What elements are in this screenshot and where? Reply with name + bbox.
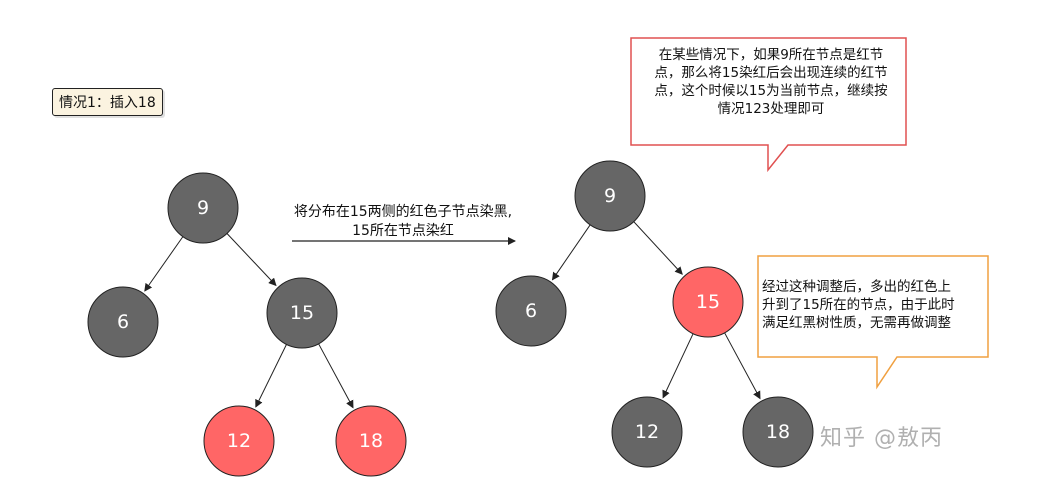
note-top-line: 点，这个时候以15为当前节点，继续按 — [654, 83, 888, 99]
node-6-after-label: 6 — [525, 300, 537, 322]
node-12-after-label: 12 — [635, 421, 659, 443]
tree-after: 9 6 15 12 18 — [495, 160, 814, 468]
node-9-before-label: 9 — [197, 197, 209, 219]
case-label: 情况1：插入18 — [52, 88, 163, 116]
transform-line-2: 15所在节点染红 — [352, 223, 454, 239]
note-bottom-callout — [757, 255, 989, 390]
node-18-after: 18 — [742, 396, 814, 468]
note-bottom-line: 经过这种调整后，多出的红色上 — [762, 279, 951, 295]
node-15-before: 15 — [266, 277, 338, 349]
edge-15-12-after — [662, 333, 694, 399]
edge-9-15-after — [633, 221, 683, 275]
node-9-before: 9 — [167, 172, 239, 244]
tree-before: 9 6 15 12 18 — [87, 172, 407, 477]
node-18-before: 18 — [335, 405, 407, 477]
node-18-after-label: 18 — [766, 421, 790, 443]
node-6-after: 6 — [495, 275, 567, 347]
transform-line-1: 将分布在15两侧的红色子节点染黑, — [293, 204, 513, 220]
note-top-line: 情况123处理即可 — [717, 101, 825, 117]
note-top-line: 在某些情况下，如果9所在节点是红节 — [658, 47, 884, 63]
edge-15-12-before — [255, 344, 287, 408]
edge-9-6-before — [144, 236, 184, 292]
tree-before-edges — [144, 233, 354, 409]
node-12-before-label: 12 — [227, 430, 251, 452]
node-15-before-label: 15 — [290, 302, 314, 324]
node-15-after-label: 15 — [696, 291, 720, 313]
transform-description: 将分布在15两侧的红色子节点染黑, 15所在节点染红 — [272, 203, 534, 241]
node-12-before: 12 — [203, 405, 275, 477]
note-bottom-line: 升到了15所在的节点，由于此时 — [762, 297, 955, 313]
node-9-after: 9 — [574, 160, 646, 232]
node-12-after: 12 — [611, 396, 683, 468]
note-top-callout — [630, 37, 907, 173]
node-6-before: 6 — [87, 286, 159, 358]
node-15-after: 15 — [672, 266, 744, 338]
note-bottom-text: 经过这种调整后，多出的红色上 升到了15所在的节点，由于此时 满足红黑树性质，无… — [762, 278, 990, 332]
note-bottom-line: 满足红黑树性质，无需再做调整 — [762, 315, 951, 331]
edge-9-15-before — [226, 233, 277, 287]
edge-15-18-after — [724, 332, 761, 400]
node-18-before-label: 18 — [359, 430, 383, 452]
note-top-line: 点，那么将15染红后会出现连续的红节 — [654, 65, 888, 81]
tree-after-edges — [551, 221, 761, 400]
node-9-after-label: 9 — [604, 185, 616, 207]
edge-9-6-after — [551, 224, 591, 281]
note-top-text: 在某些情况下，如果9所在节点是红节 点，那么将15染红后会出现连续的红节 点，这… — [636, 46, 906, 118]
edge-15-18-before — [318, 343, 354, 409]
node-6-before-label: 6 — [117, 311, 129, 333]
watermark: 知乎 @敖丙 — [820, 426, 943, 451]
